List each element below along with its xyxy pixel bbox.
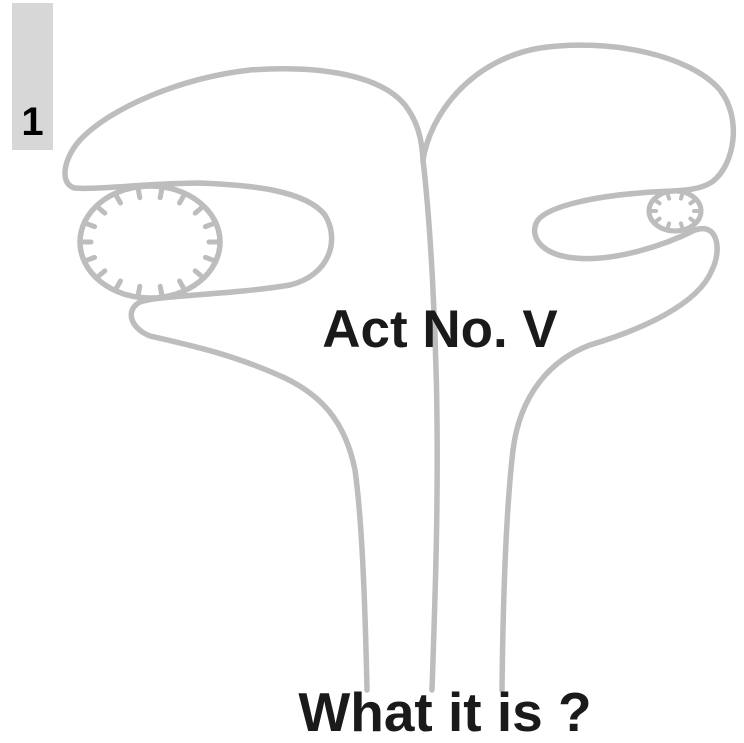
central-septum-line — [423, 160, 437, 690]
ovary-tick — [96, 206, 104, 213]
ovary-tick — [205, 257, 215, 261]
act-number-label: Act No. V — [300, 300, 580, 360]
ovary-tick — [654, 199, 660, 203]
ovary-tick — [84, 223, 94, 227]
ovary-tick — [84, 257, 94, 261]
ovary-tick — [667, 192, 669, 199]
ovary-tick — [667, 223, 669, 230]
ovary-tick — [138, 187, 140, 198]
ovary-tick — [195, 271, 203, 278]
ovary-tick — [690, 199, 696, 203]
ovary-tick — [690, 219, 696, 223]
ovary-tick — [160, 187, 162, 198]
ovary-tick — [654, 219, 660, 223]
ovary-tick — [180, 281, 186, 291]
ovary-tick — [195, 206, 203, 213]
question-text: What it is ? — [270, 682, 620, 742]
ovary-tick — [115, 194, 121, 204]
ovary-tick — [681, 192, 683, 199]
right-lobe-outline — [423, 45, 733, 690]
ovary-tick — [160, 286, 162, 297]
ovary-tick — [681, 223, 683, 230]
ovary-tick — [138, 286, 140, 297]
ovary-tick — [205, 223, 215, 227]
left-ovary-circle — [80, 186, 220, 298]
left-lobe-outline — [65, 69, 423, 690]
ovary-tick — [96, 271, 104, 278]
ovary-tick — [115, 281, 121, 291]
ovary-tick — [180, 194, 186, 204]
